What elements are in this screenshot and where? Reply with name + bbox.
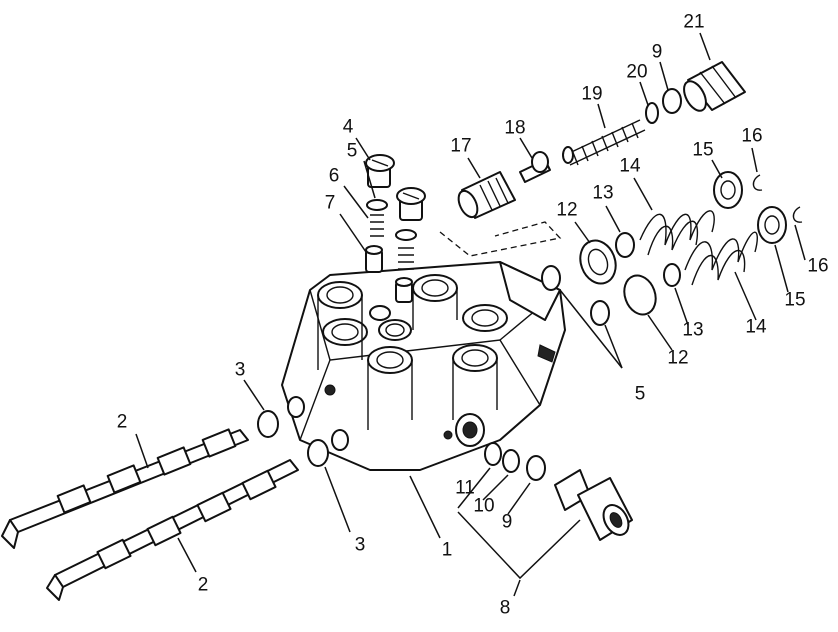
callout-14-upper: 14 bbox=[619, 155, 641, 177]
callout-2-upper: 2 bbox=[116, 411, 128, 433]
callout-13-upper: 13 bbox=[592, 182, 614, 204]
callout-21: 21 bbox=[683, 11, 705, 33]
callout-9-upper: 9 bbox=[651, 41, 663, 63]
relief-plug-lower bbox=[395, 187, 426, 303]
callout-16-lower: 16 bbox=[807, 255, 829, 277]
callout-17: 17 bbox=[450, 135, 472, 157]
leader-lines bbox=[135, 32, 806, 597]
plug-21 bbox=[683, 61, 746, 112]
callout-3-upper: 3 bbox=[234, 359, 246, 381]
relief-plug-upper bbox=[365, 154, 395, 273]
callout-1: 1 bbox=[441, 539, 453, 561]
spring-19 bbox=[562, 119, 646, 166]
callout-7: 7 bbox=[324, 192, 336, 214]
o-ring-3-lower bbox=[307, 439, 329, 467]
callout-19: 19 bbox=[581, 83, 603, 105]
callout-15-upper: 15 bbox=[692, 139, 714, 161]
callout-14-lower: 14 bbox=[745, 316, 767, 338]
seal-5-lower bbox=[590, 300, 610, 326]
callout-10: 10 bbox=[473, 495, 495, 517]
callout-11: 11 bbox=[455, 477, 475, 499]
fitting-8 bbox=[554, 469, 633, 541]
callout-2-lower: 2 bbox=[197, 574, 209, 596]
callout-12-lower: 12 bbox=[667, 347, 689, 369]
callout-20: 20 bbox=[626, 61, 648, 83]
detent-upper-row bbox=[579, 171, 763, 285]
washer-10 bbox=[502, 449, 520, 473]
seal-9-upper bbox=[662, 88, 682, 114]
spool-upper bbox=[1, 428, 249, 549]
plunger-18 bbox=[519, 151, 551, 183]
spool-end-cap-17 bbox=[457, 171, 516, 219]
snap-ring-20 bbox=[645, 102, 659, 124]
callout-18: 18 bbox=[504, 117, 526, 139]
spool-lower bbox=[46, 459, 299, 601]
callout-16-upper: 16 bbox=[741, 125, 763, 147]
callout-5-upper: 5 bbox=[346, 140, 358, 162]
callout-12-upper: 12 bbox=[556, 199, 578, 221]
callout-4: 4 bbox=[342, 116, 354, 138]
callout-8: 8 bbox=[499, 597, 511, 619]
assembly-line-upper bbox=[439, 221, 562, 257]
callout-6: 6 bbox=[328, 165, 340, 187]
callout-9-lower: 9 bbox=[501, 511, 513, 533]
callout-15-lower: 15 bbox=[784, 289, 806, 311]
detent-lower-row bbox=[623, 206, 803, 316]
seal-9-lower bbox=[526, 455, 546, 481]
callout-5-lower: 5 bbox=[634, 383, 646, 405]
o-ring-11 bbox=[484, 442, 502, 466]
port-boss bbox=[317, 274, 508, 374]
callout-3-lower: 3 bbox=[354, 534, 366, 556]
o-ring-3-upper bbox=[257, 410, 279, 438]
callout-13-lower: 13 bbox=[682, 319, 704, 341]
seal-5-upper bbox=[541, 265, 561, 291]
valve-body bbox=[281, 261, 566, 471]
